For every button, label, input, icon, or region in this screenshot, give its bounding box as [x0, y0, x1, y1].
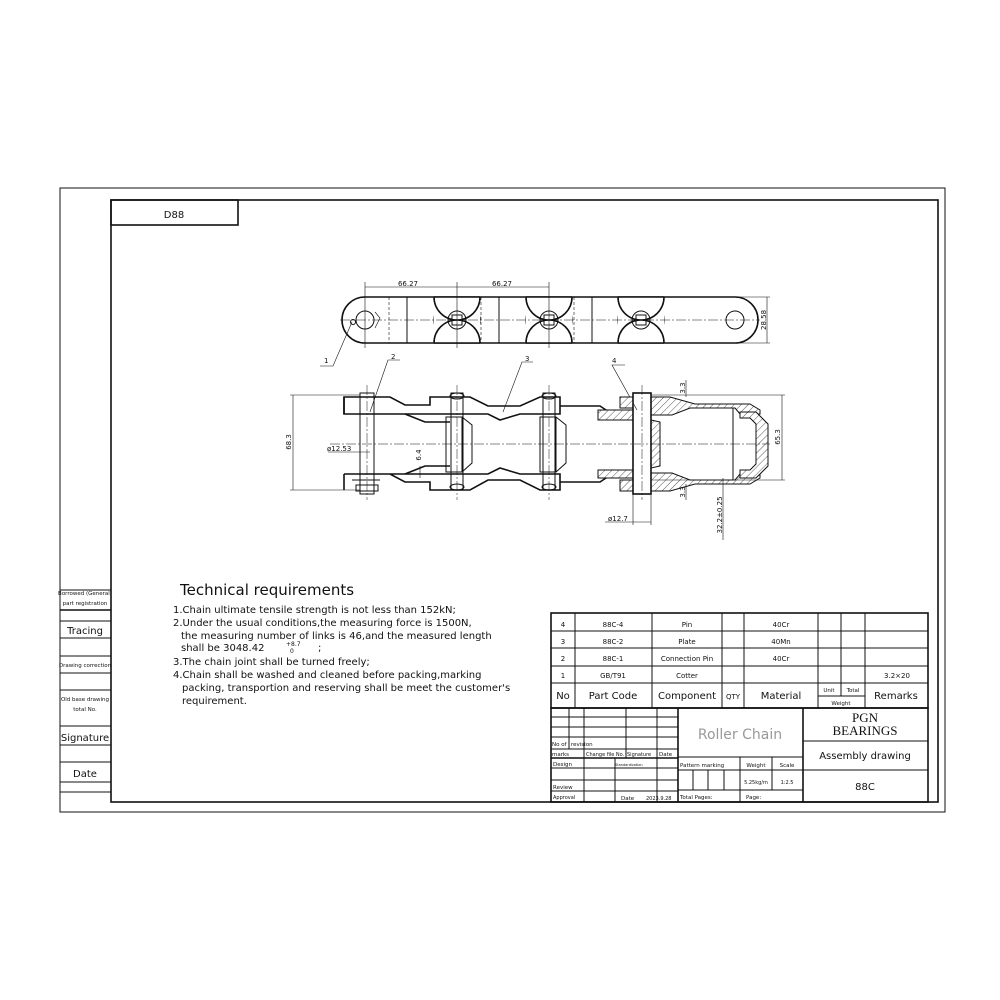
- dim-top-thk: 3.3: [679, 382, 687, 393]
- tb-weight-label: Weight: [746, 763, 766, 769]
- tech-line-4: shall be 3048.42: [181, 643, 264, 654]
- tb-total-pages: Total Pages:: [679, 795, 713, 801]
- callout-3: 3: [525, 355, 529, 363]
- margin-old-base: Old base drawing: [61, 697, 109, 703]
- margin-tracing: Tracing: [66, 626, 103, 637]
- drawing-type: Assembly drawing: [819, 751, 911, 762]
- tb-weight-value: 5.25kg/m: [744, 780, 768, 786]
- bom-header: No Part Code Component QTY Material Unit…: [556, 688, 918, 707]
- bom-code: 88C-2: [603, 638, 624, 646]
- tb-revision: revision: [571, 742, 593, 748]
- bom-material: 40Mn: [771, 638, 790, 646]
- bom-no: 2: [561, 655, 565, 663]
- company-name-2: BEARINGS: [832, 723, 897, 738]
- dim-plate-thk: 6.4: [415, 449, 423, 461]
- bom-header-total: Total: [846, 688, 860, 694]
- bom-header-material: Material: [761, 691, 802, 702]
- bom-row: 4 88C-4 Pin 40Cr: [561, 621, 790, 629]
- bom-header-component: Component: [658, 691, 716, 702]
- technical-requirements: Technical requirements 1.Chain ultimate …: [173, 581, 510, 707]
- tech-line-5: 3.The chain joint shall be turned freely…: [173, 657, 370, 668]
- dim-pitch-2: 66.27: [492, 280, 512, 288]
- bom-row: 1 GB/T91 Cotter 3.2×20: [561, 672, 910, 680]
- bom-remarks: 3.2×20: [884, 672, 910, 680]
- tb-approval: Approval: [553, 795, 575, 801]
- bom-code: 88C-1: [603, 655, 624, 663]
- callout-1: 1: [324, 357, 328, 365]
- tb-standardization: Standardization: [615, 763, 643, 767]
- tb-page: Page:: [746, 795, 761, 801]
- inner-border: [110, 199, 939, 803]
- dim-pin-dia: ø12.53: [327, 445, 351, 453]
- tech-line-1: 1.Chain ultimate tensile strength is not…: [173, 605, 456, 616]
- bom-no: 4: [561, 621, 566, 629]
- margin-borrowed: Borrowed (General): [58, 591, 112, 597]
- bom-header-qty: QTY: [726, 693, 741, 701]
- dim-plate-height: 28.58: [760, 310, 768, 330]
- bom-component: Cotter: [676, 672, 698, 680]
- margin-part-registration: part registration: [63, 601, 108, 607]
- tb-signature: Signature: [627, 752, 651, 758]
- tb-scale-label: Scale: [780, 763, 795, 769]
- tb-date-header: Date: [659, 752, 673, 758]
- bom-header-code: Part Code: [589, 691, 638, 702]
- callout-leaders: [320, 321, 638, 413]
- bom-no: 3: [561, 638, 565, 646]
- dim-inner-gap: 32.2±0.25: [716, 496, 724, 533]
- tb-change-file: Change file No.: [586, 752, 625, 758]
- bom-row: 2 88C-1 Connection Pin 40Cr: [561, 655, 790, 663]
- drawing-number-box: D88: [110, 199, 239, 226]
- chain-section-view: [290, 380, 785, 540]
- tech-tol-end: ;: [318, 643, 321, 654]
- bom-header-remarks: Remarks: [874, 691, 918, 702]
- dim-outer-width: 68.3: [285, 434, 293, 450]
- dim-bottom-thk: 3.3: [679, 486, 687, 497]
- tech-line-2: 2.Under the usual conditions,the measuri…: [173, 618, 472, 629]
- tech-tol-upper: +8.7: [286, 641, 301, 648]
- tech-tol-lower: 0: [290, 648, 294, 655]
- tb-scale-value: 1:2.5: [781, 780, 794, 786]
- tb-no-of: No of: [552, 742, 568, 748]
- model-number: 88C: [855, 782, 875, 793]
- tb-date-value: 2023.9.28: [646, 796, 671, 802]
- tech-line-7: packing, transportion and reserving shal…: [182, 683, 510, 694]
- margin-total-no: total No.: [73, 707, 97, 713]
- bom-row: 3 88C-2 Plate 40Mn: [561, 638, 791, 646]
- dim-pitch-1: 66.27: [398, 280, 418, 288]
- title-block: [550, 707, 929, 803]
- margin-table: Borrowed (General) part registration Tra…: [58, 589, 112, 793]
- bom-material: 40Cr: [773, 655, 790, 663]
- margin-date: Date: [73, 769, 97, 780]
- tb-review: Review: [553, 785, 573, 791]
- bom-header-no: No: [556, 691, 570, 702]
- product-name: Roller Chain: [698, 727, 782, 743]
- bom-header-unit: Unit: [823, 688, 835, 694]
- dim-roller-dia: ø12.7: [608, 515, 628, 523]
- tb-date-label: Date: [621, 796, 635, 802]
- tech-title: Technical requirements: [179, 581, 354, 599]
- drawing-number: D88: [164, 210, 184, 221]
- bom-material: 40Cr: [773, 621, 790, 629]
- tb-pattern-marking: Pattern marking: [680, 763, 724, 769]
- tb-marks: marks: [552, 752, 569, 758]
- callout-2: 2: [391, 353, 395, 361]
- bom-code: GB/T91: [600, 672, 626, 680]
- tb-design: Design: [553, 762, 573, 768]
- outer-frame: [59, 187, 946, 813]
- bom-component: Pin: [682, 621, 692, 629]
- margin-signature: Signature: [61, 733, 109, 744]
- dim-inner-width: 65.3: [774, 429, 782, 445]
- margin-drawing-correction: Drawing correction: [59, 663, 112, 669]
- bom-code: 88C-4: [603, 621, 624, 629]
- bom-component: Connection Pin: [661, 655, 713, 663]
- tech-line-6: 4.Chain shall be washed and cleaned befo…: [173, 670, 481, 681]
- bom-no: 1: [561, 672, 565, 680]
- callout-4: 4: [612, 357, 617, 365]
- bom-component: Plate: [678, 638, 696, 646]
- company-name-1: PGN: [852, 710, 879, 725]
- chain-top-view: [340, 282, 770, 348]
- tech-line-8: requirement.: [182, 696, 247, 707]
- bom-header-weight: Weight: [831, 701, 851, 707]
- tech-line-3: the measuring number of links is 46,and …: [181, 631, 492, 642]
